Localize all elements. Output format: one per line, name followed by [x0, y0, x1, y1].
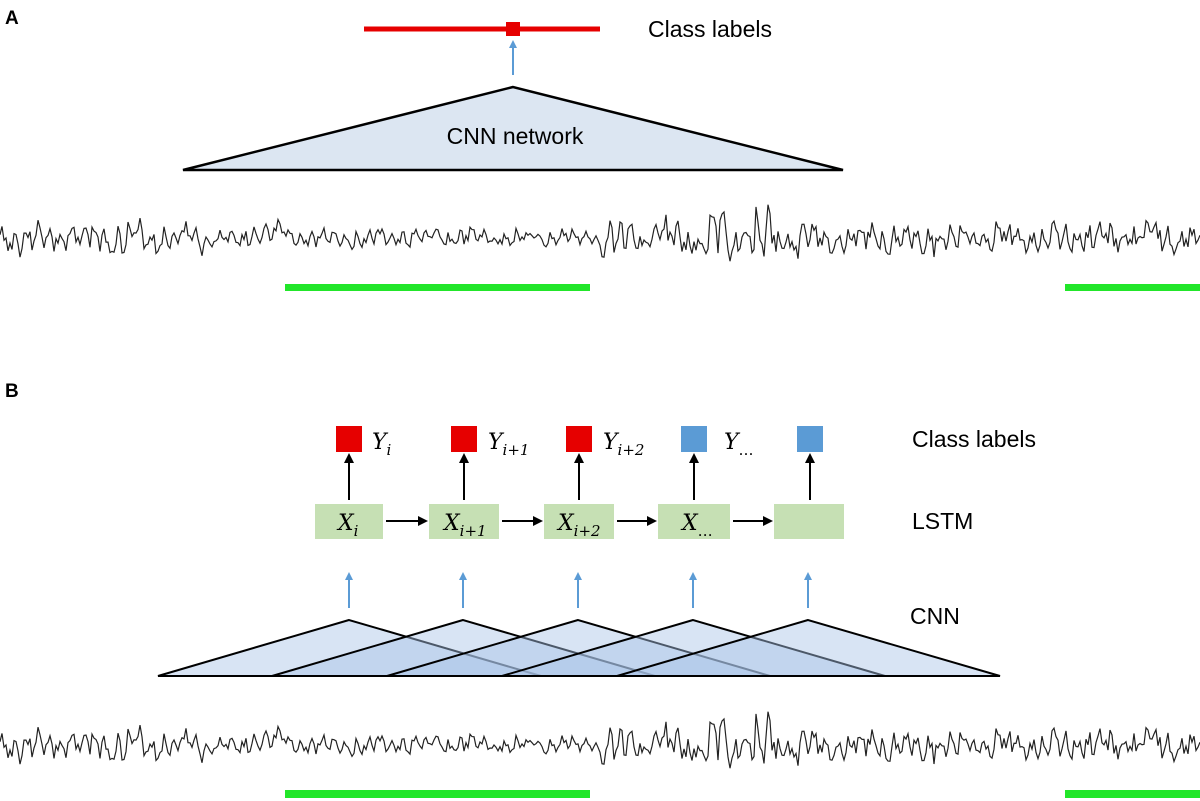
lstm-cell-1: [315, 504, 383, 539]
output-label-1: Yi: [372, 430, 392, 459]
cnn-triangles: [157, 618, 1001, 677]
output-square-3: [566, 426, 592, 452]
cnn-triangle-5: [616, 618, 1001, 677]
panel-b: B Class labels LSTM CNN Yi Yi+1 Yi+2 Y… …: [0, 381, 1200, 798]
lstm-cell-3: [544, 504, 614, 539]
lstm-cell-4: [658, 504, 730, 539]
lstm-cell-5: [774, 504, 844, 539]
output-label-4: Y…: [724, 430, 754, 459]
panel-a-class-labels: Class labels: [648, 16, 772, 42]
panel-b-class-labels: Class labels: [912, 426, 1036, 452]
output-square-4: [681, 426, 707, 452]
output-square-5: [797, 426, 823, 452]
class-label-marker: [506, 22, 520, 36]
cnn-label: CNN: [910, 603, 960, 629]
eeg-signal-b: [0, 711, 1200, 769]
cnn-network-triangle: [182, 85, 844, 172]
lstm-cell-2: [429, 504, 499, 539]
panel-a-letter: A: [5, 8, 19, 29]
lstm-cell-label-2: Xi+1: [442, 511, 487, 540]
panel-b-letter: B: [5, 381, 19, 402]
lstm-cell-label-3: Xi+2: [556, 511, 601, 540]
lstm-label: LSTM: [912, 508, 973, 534]
output-square-2: [451, 426, 477, 452]
lstm-cell-label-1: Xi: [336, 511, 359, 540]
output-square-1: [336, 426, 362, 452]
output-label-2: Yi+1: [488, 430, 529, 459]
cnn-network-label: CNN network: [447, 123, 584, 149]
lstm-cell-label-4: X…: [680, 511, 713, 540]
panel-a: A Class labels CNN network: [0, 8, 1200, 291]
eeg-signal-a: [0, 204, 1200, 262]
segment-highlight-b-2: [1065, 790, 1200, 798]
segment-highlight-a-2: [1065, 284, 1200, 291]
output-label-3: Yi+2: [603, 430, 644, 459]
segment-highlight-a-1: [285, 284, 590, 291]
segment-highlight-b-1: [285, 790, 590, 798]
